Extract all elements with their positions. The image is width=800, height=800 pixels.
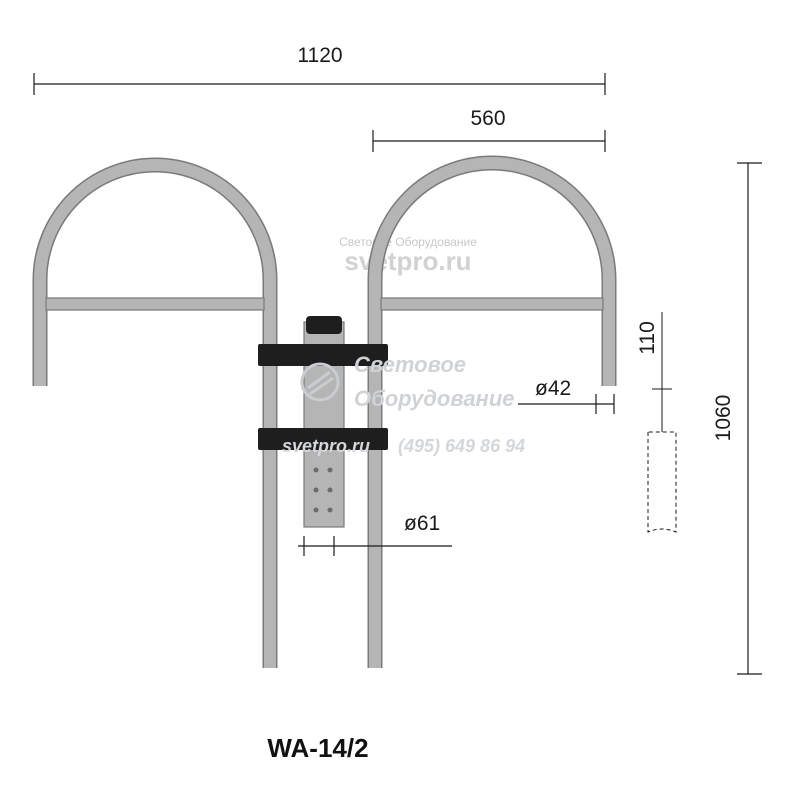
mount-bolt (327, 467, 333, 473)
left-arm-tube (34, 159, 276, 668)
dimension-110-label: 110 (636, 321, 659, 354)
left-arm-crossbar (45, 297, 265, 311)
mount-bolt (327, 507, 333, 513)
dimension-1120-label: 1120 (297, 44, 342, 67)
dimension-1060-label: 1060 (712, 395, 735, 442)
tube-section-outline (647, 431, 677, 533)
dimension-d61-label: ø61 (404, 512, 440, 535)
watermark-top: Световое Оборудование svetpro.ru (339, 235, 477, 276)
watermark-center-site: svetpro.ru (282, 436, 370, 456)
lower-clamp (258, 428, 388, 450)
upper-clamp (258, 344, 388, 366)
watermark-center: Световое Оборудование svetpro.ru (495) 6… (282, 352, 525, 456)
dimension-d42-label: ø42 (535, 377, 571, 400)
dimension-560-label: 560 (470, 107, 505, 130)
dimension-1060: 1060 (712, 162, 762, 675)
dimension-d42: ø42 (518, 377, 615, 414)
watermark-center-line1: Световое (354, 352, 466, 377)
dimension-560: 560 (372, 107, 606, 152)
watermark-logo-icon (300, 362, 340, 402)
tube-section-detail (647, 312, 677, 533)
dimension-1120: 1120 (33, 44, 606, 95)
watermark-center-phone: (495) 649 86 94 (398, 436, 525, 456)
dimension-d61: ø61 (298, 512, 452, 556)
right-arm-tube (369, 157, 615, 668)
mount-bolt (313, 487, 319, 493)
mount-bolt (313, 507, 319, 513)
right-arm-crossbar (380, 297, 604, 311)
watermark-center-line2: Оборудование (354, 386, 515, 411)
model-label: WA-14/2 (267, 733, 368, 763)
left-arm (32, 157, 278, 668)
mount-cap (306, 316, 342, 334)
left-arm-outline (32, 157, 278, 668)
dimension-110: 110 (636, 321, 659, 354)
right-arm (367, 155, 617, 668)
mount-bolt (313, 467, 319, 473)
mount-bolt (327, 487, 333, 493)
watermark-top-site: svetpro.ru (344, 246, 471, 276)
central-mount (258, 316, 388, 528)
